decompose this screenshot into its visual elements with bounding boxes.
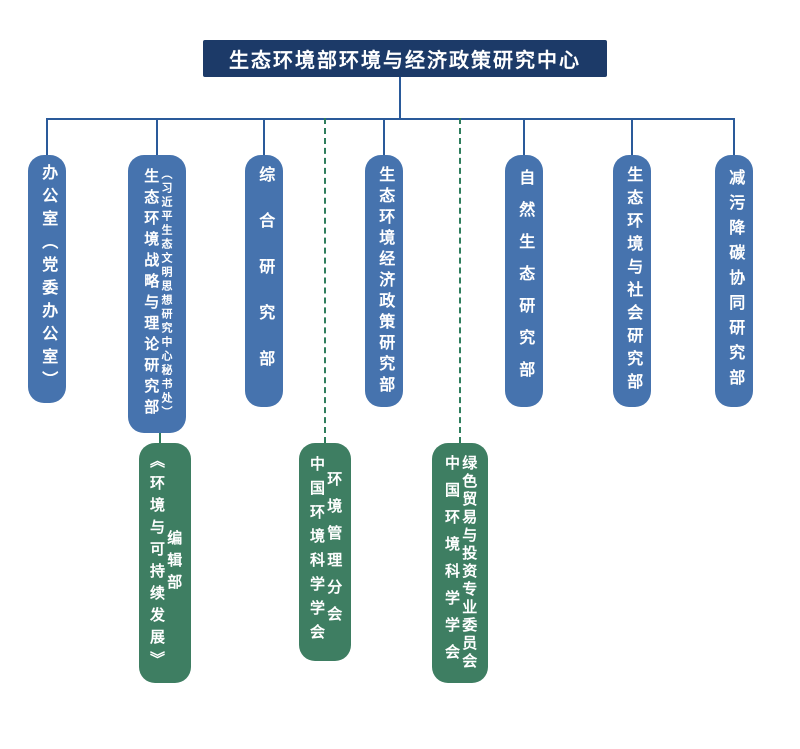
connector-drop-2 [156, 118, 158, 155]
org-root-node: 生态环境部环境与经济政策研究中心 [203, 40, 607, 77]
connector-drop-6 [631, 118, 633, 155]
affiliate-node-env-management-branch: 中国环境科学学会 环境管理分会 [299, 443, 351, 661]
affiliate-label: 中国环境科学学会 [308, 456, 325, 648]
affiliate-node-green-trade-committee: 中国环境科学学会 绿色贸易与投资专业委员会 [432, 443, 488, 683]
affiliate-sublabel: 环境管理分会 [325, 471, 343, 633]
dept-node-environment-society: 生态环境与社会研究部 [613, 155, 651, 407]
dept-label: 综合研究部 [256, 166, 274, 396]
dept-node-office: 办公室（党委办公室） [28, 155, 66, 403]
connector-drop-1 [46, 118, 48, 155]
connector-affiliate-1 [159, 433, 161, 443]
dept-label: 办公室（党委办公室） [39, 164, 57, 394]
connector-drop-7 [733, 118, 735, 155]
connector-rail [46, 118, 735, 120]
affiliate-sublabel: 绿色贸易与投资专业委员会 [460, 455, 478, 671]
affiliate-node-journal-editorial: 《环境与可持续发展》 编辑部 [139, 443, 191, 683]
dept-sublabel: （习近平生态文明思想研究中心秘书处） [159, 168, 172, 420]
connector-drop-3 [263, 118, 265, 155]
dept-node-strategy-theory: 生态环境战略与理论研究部 （习近平生态文明思想研究中心秘书处） [128, 155, 186, 433]
dept-label: 自然生态研究部 [516, 169, 534, 393]
affiliate-label: 《环境与可持续发展》 [148, 453, 165, 673]
dept-label: 减污降碳协同研究部 [726, 168, 744, 394]
dashed-connector-affiliate-2 [324, 118, 326, 443]
dept-node-pollution-carbon: 减污降碳协同研究部 [715, 155, 753, 407]
affiliate-label: 中国环境科学学会 [443, 455, 460, 671]
connector-drop-5 [523, 118, 525, 155]
dept-node-general-research: 综合研究部 [245, 155, 283, 407]
connector-stem [399, 77, 401, 118]
dept-node-eco-economic-policy: 生态环境经济政策研究部 [365, 155, 403, 407]
org-root-title: 生态环境部环境与经济政策研究中心 [229, 50, 581, 72]
dept-label: 生态环境与社会研究部 [624, 166, 642, 396]
connector-drop-4 [383, 118, 385, 155]
affiliate-sublabel: 编辑部 [165, 530, 183, 596]
dept-label: 生态环境战略与理论研究部 [142, 168, 160, 420]
dept-node-natural-ecology: 自然生态研究部 [505, 155, 543, 407]
dept-label: 生态环境经济政策研究部 [376, 165, 394, 397]
dashed-connector-affiliate-3 [459, 118, 461, 443]
